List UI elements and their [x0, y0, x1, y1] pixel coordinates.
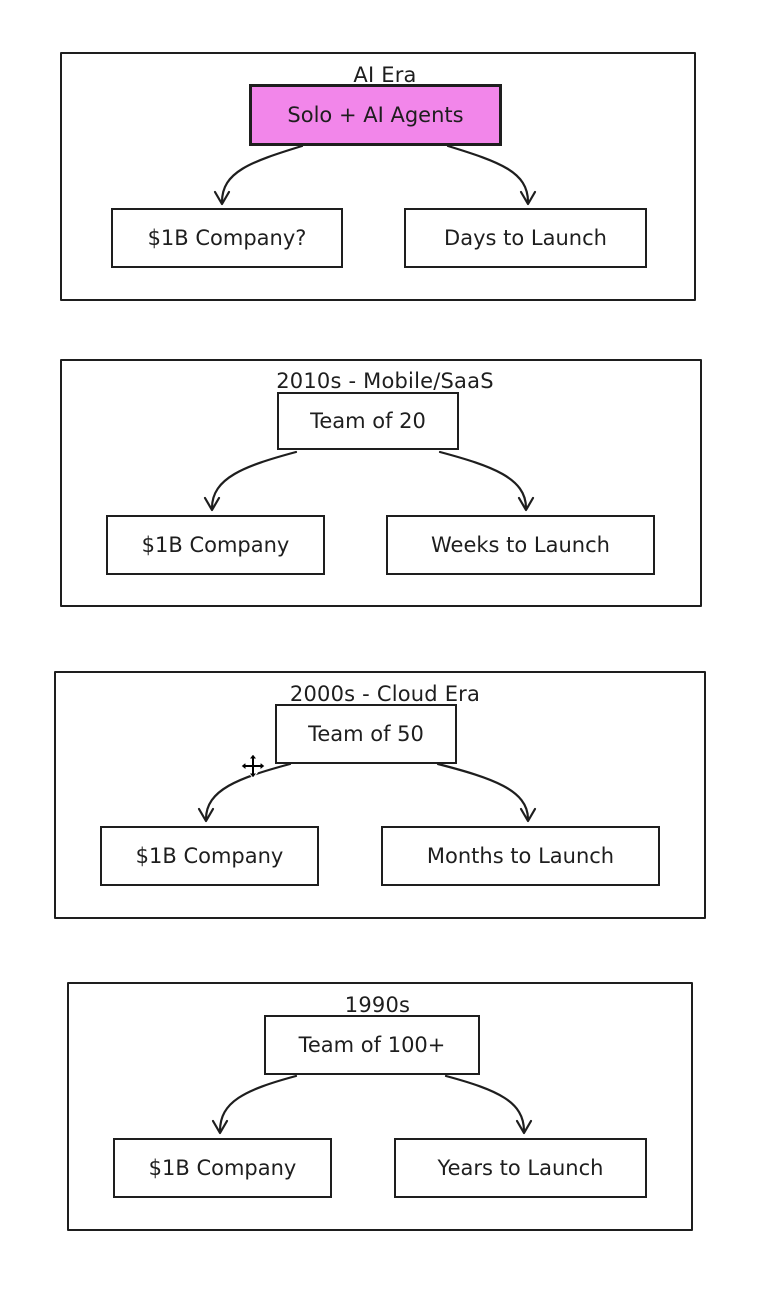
era-frame-2000s[interactable] — [54, 671, 706, 919]
team-node-ai[interactable]: Solo + AI Agents — [249, 84, 502, 146]
era-title-2010s: 2010s - Mobile/SaaS — [276, 369, 494, 393]
era-title-1990s: 1990s — [344, 993, 411, 1017]
era-frame-ai[interactable] — [60, 52, 696, 301]
outcome-node-2010s-left[interactable]: $1B Company — [106, 515, 325, 575]
outcome-node-1990s-right[interactable]: Years to Launch — [394, 1138, 647, 1198]
outcome-node-2010s-right[interactable]: Weeks to Launch — [386, 515, 655, 575]
era-frame-2010s[interactable] — [60, 359, 702, 607]
era-title-2000s: 2000s - Cloud Era — [289, 682, 481, 706]
team-node-2010s[interactable]: Team of 20 — [277, 392, 459, 450]
team-node-1990s[interactable]: Team of 100+ — [264, 1015, 480, 1075]
outcome-node-2000s-left[interactable]: $1B Company — [100, 826, 319, 886]
outcome-node-1990s-left[interactable]: $1B Company — [113, 1138, 332, 1198]
era-frame-1990s[interactable] — [67, 982, 693, 1231]
era-title-ai: AI Era — [353, 63, 417, 87]
outcome-node-ai-right[interactable]: Days to Launch — [404, 208, 647, 268]
outcome-node-2000s-right[interactable]: Months to Launch — [381, 826, 660, 886]
team-node-2000s[interactable]: Team of 50 — [275, 704, 457, 764]
outcome-node-ai-left[interactable]: $1B Company? — [111, 208, 343, 268]
